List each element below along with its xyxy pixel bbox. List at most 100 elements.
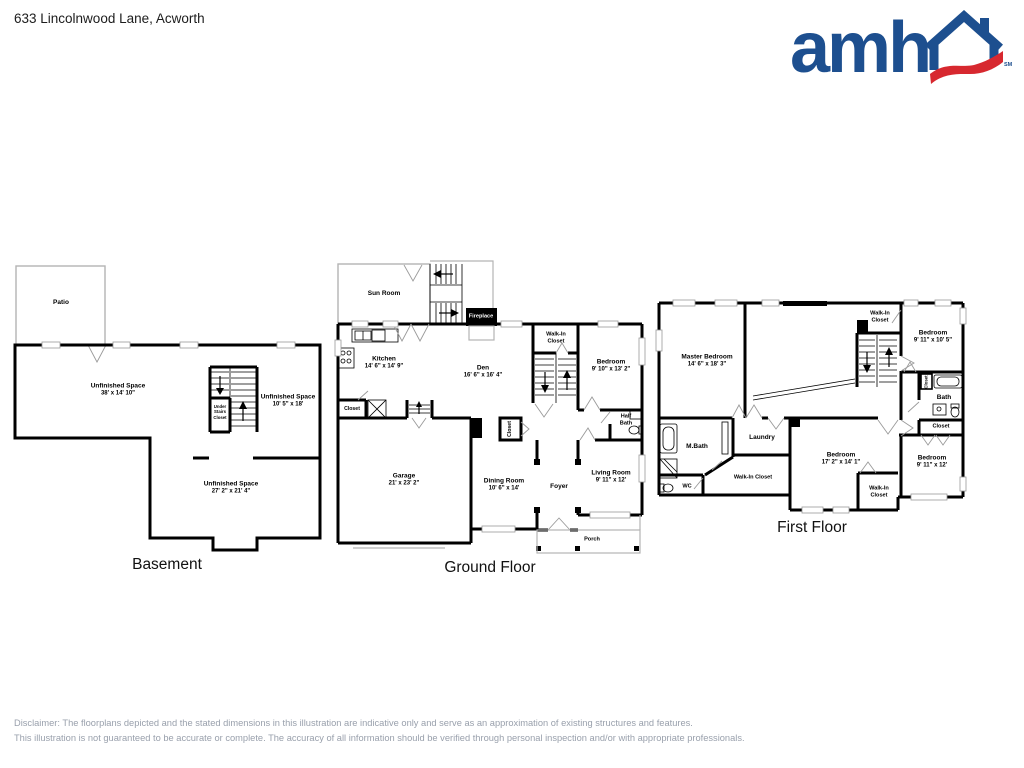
first-stairs-up-arrowhead bbox=[885, 347, 893, 355]
room-name: Stairs bbox=[214, 409, 226, 415]
ground-floor-title: Ground Floor bbox=[444, 559, 536, 576]
upper-landing-outline bbox=[430, 260, 494, 324]
logo-red-swoosh bbox=[930, 51, 1003, 84]
room-name: Unfinished Space bbox=[90, 382, 146, 390]
room-name: Bedroom bbox=[917, 454, 947, 462]
basement-windows bbox=[41, 341, 296, 349]
sun-room-door-swing bbox=[403, 264, 423, 282]
room-dims: 17' 2" x 14' 1" bbox=[821, 459, 861, 466]
ground-floor-plan bbox=[334, 260, 646, 554]
ground-windows bbox=[334, 320, 646, 533]
porch-outline bbox=[536, 529, 641, 554]
room-label-closet-den: Closet bbox=[507, 421, 513, 437]
room-name: Half bbox=[620, 413, 632, 420]
room-name: Bedroom bbox=[918, 329, 948, 337]
room-label-bath: Bath bbox=[937, 394, 951, 402]
room-name: Closet bbox=[870, 492, 888, 498]
basement-walls bbox=[13, 343, 322, 552]
room-name: Walk-In Closet bbox=[733, 474, 773, 481]
room-dims: 9' 11" x 12' bbox=[916, 462, 948, 469]
first-floor-plan bbox=[655, 299, 967, 514]
room-name: Sun Room bbox=[367, 290, 401, 298]
room-dims: 38' x 14' 10" bbox=[100, 390, 136, 397]
room-dims: 9' 11" x 10' 5" bbox=[913, 337, 953, 344]
top-stairs-treads bbox=[429, 264, 463, 324]
amh-logo-wordmark: amh bbox=[790, 8, 932, 88]
stairs-down-arrowhead bbox=[216, 388, 224, 395]
room-name: Closet bbox=[506, 421, 513, 437]
main-stairs-treads bbox=[409, 353, 576, 414]
room-name: Den bbox=[476, 364, 490, 372]
disclaimer: Disclaimer: The floorplans depicted and … bbox=[14, 716, 745, 746]
room-label-closet-bath: Closet bbox=[923, 375, 928, 388]
room-name: Closet bbox=[547, 338, 565, 344]
room-dims: 10' 6" x 14' bbox=[488, 485, 520, 492]
room-name: Under bbox=[213, 403, 227, 409]
room-name: Closet bbox=[932, 423, 950, 430]
room-label-porch: Porch bbox=[584, 537, 600, 544]
basement-title: Basement bbox=[132, 556, 202, 573]
room-label-mbath: M.Bath bbox=[686, 443, 708, 451]
first-post-2 bbox=[791, 418, 800, 427]
room-dims: 21' x 23' 2" bbox=[388, 480, 420, 487]
first-post-1 bbox=[857, 320, 868, 333]
room-name: WC bbox=[682, 483, 692, 490]
stairs-up-arrowhead bbox=[239, 401, 247, 409]
disclaimer-line-2: This illustration is not guaranteed to b… bbox=[14, 732, 745, 743]
room-name: Bedroom bbox=[826, 451, 856, 459]
room-dims: 27' 2" x 21' 4" bbox=[211, 488, 251, 495]
fireplace-block bbox=[466, 308, 497, 326]
top-stairs-arrowhead-right bbox=[451, 309, 459, 317]
room-name: Walk-In bbox=[870, 310, 890, 317]
patio-door-swing bbox=[87, 344, 107, 363]
main-stairs-up-arrowhead bbox=[563, 370, 571, 378]
hearth-outline bbox=[468, 325, 495, 341]
room-dims: 14' 6" x 14' 9" bbox=[364, 363, 404, 370]
amh-logo-servicemark: SM bbox=[1004, 62, 1013, 68]
basement-plan bbox=[13, 265, 322, 552]
room-name: M.Bath bbox=[686, 443, 708, 451]
room-name: Closet bbox=[923, 375, 929, 389]
first-floor-title: First Floor bbox=[777, 519, 847, 536]
room-name: Bath bbox=[619, 420, 633, 426]
room-dims: 9' 10" x 13' 2" bbox=[591, 366, 631, 373]
room-dims: 14' 6" x 18' 3" bbox=[687, 361, 727, 368]
property-address: 633 Lincolnwood Lane, Acworth bbox=[14, 11, 205, 26]
room-name: Unfinished Space bbox=[203, 480, 259, 488]
room-name: Foyer bbox=[550, 483, 568, 491]
room-name: Porch bbox=[584, 536, 600, 543]
room-name: Unfinished Space bbox=[260, 393, 316, 401]
first-stairs-down-arrowhead bbox=[863, 365, 871, 373]
room-name: Patio bbox=[53, 299, 69, 307]
room-label-closet-kitchen: Closet bbox=[344, 406, 360, 412]
disclaimer-line-1: Disclaimer: The floorplans depicted and … bbox=[14, 718, 693, 728]
room-name: Closet bbox=[344, 405, 360, 412]
logo-roof bbox=[925, 10, 1003, 52]
first-windows bbox=[655, 299, 967, 514]
room-label-walk-in-mid: Walk-In Closet bbox=[734, 475, 772, 482]
room-name: Walk-In bbox=[869, 485, 889, 492]
room-name: Walk-In bbox=[546, 331, 566, 338]
logo-chimney bbox=[980, 18, 989, 36]
room-name: Kitchen bbox=[372, 355, 396, 363]
kitchen-fixtures bbox=[337, 328, 644, 435]
ground-door-swings bbox=[357, 323, 611, 531]
bath-closet-box bbox=[920, 373, 933, 390]
room-name: Closet bbox=[213, 414, 227, 420]
mud-stairs-up-arrowhead bbox=[416, 401, 422, 407]
